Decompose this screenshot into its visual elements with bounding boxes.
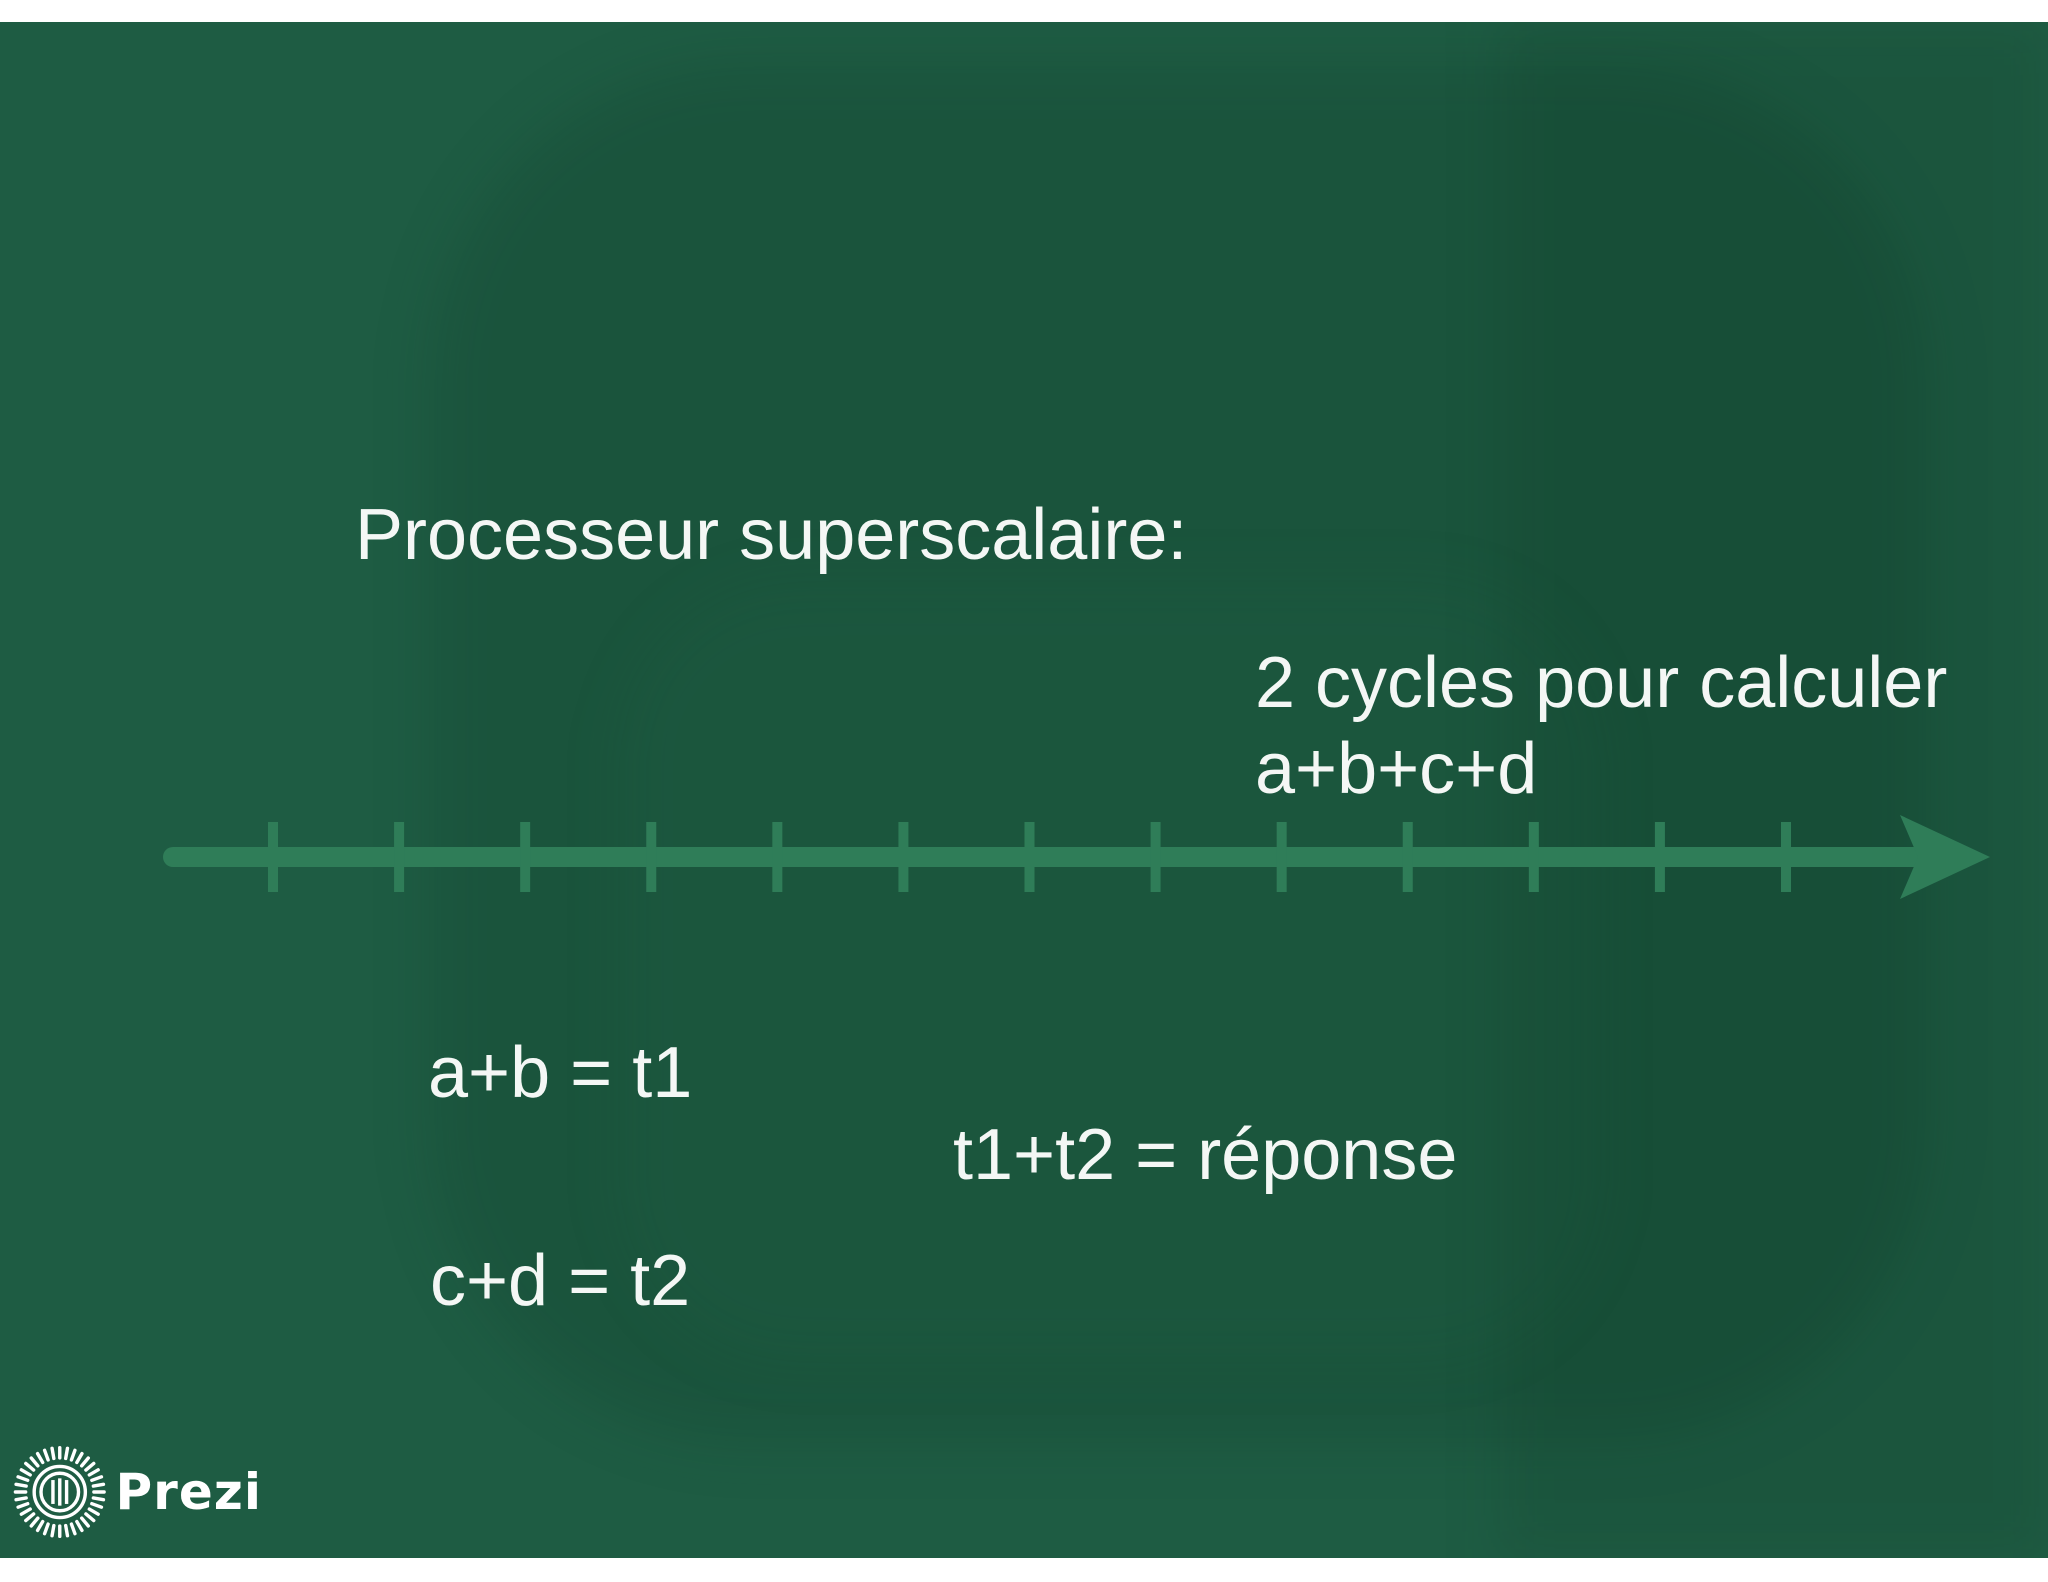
prezi-logo-icon <box>13 1445 106 1539</box>
background-frame-shadow <box>430 62 1930 1442</box>
cycles-note: 2 cycles pour calculer a+b+c+d <box>1255 640 1947 812</box>
prezi-slide: Processeur superscalaire: 2 cycles pour … <box>0 22 2048 1558</box>
cycles-note-line-1: 2 cycles pour calculer <box>1255 643 1948 723</box>
background-frame-inner <box>620 582 1600 1362</box>
prezi-logo-text: Prezi <box>115 1463 262 1521</box>
background-frame-right <box>1500 22 2048 1558</box>
slide-title: Processeur superscalaire: <box>355 495 1188 575</box>
timeline-arrow <box>163 815 1990 899</box>
arrow-head-icon <box>1900 815 1990 899</box>
equation-answer: t1+t2 = réponse <box>953 1115 1458 1195</box>
equation-t2: c+d = t2 <box>430 1241 691 1321</box>
prezi-logo[interactable]: Prezi <box>12 1432 262 1552</box>
equation-t1: a+b = t1 <box>428 1033 693 1113</box>
cycles-note-line-2: a+b+c+d <box>1255 729 1538 809</box>
timeline-ticks <box>268 822 1791 892</box>
